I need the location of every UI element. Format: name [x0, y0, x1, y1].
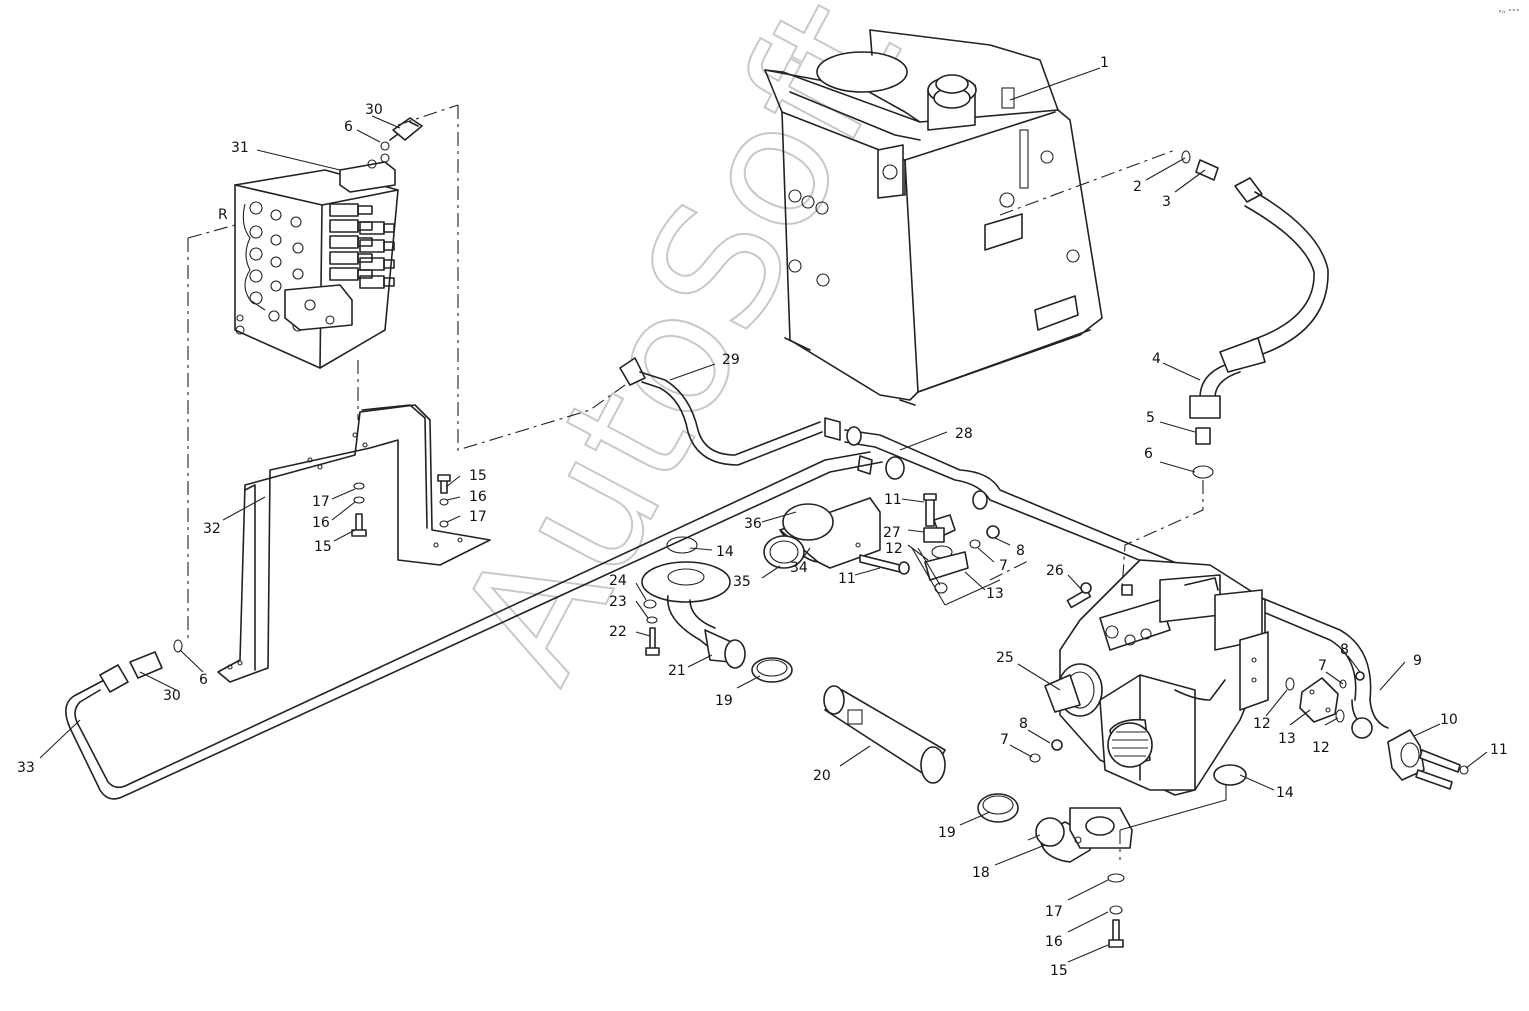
callout-19-lower: 19 — [938, 825, 956, 841]
callout-13-right: 13 — [1278, 731, 1296, 747]
hydraulic-pump — [1044, 559, 1269, 796]
callout-12-mid: 12 — [885, 541, 903, 557]
callout-34: 34 — [790, 560, 808, 576]
callout-6-top: 6 — [344, 119, 353, 135]
callout-11-mid: 11 — [884, 492, 902, 508]
fitting-30-top — [380, 117, 423, 151]
callout-20: 20 — [813, 768, 831, 784]
hydraulic-tank — [764, 29, 1103, 406]
callout-22: 22 — [609, 624, 627, 640]
callout-23: 23 — [609, 594, 627, 610]
valve-port-label: R — [218, 207, 228, 223]
callout-6-left: 6 — [199, 672, 208, 688]
watermark-text: AutoSoft — [421, 0, 939, 709]
callout-5: 5 — [1146, 410, 1155, 426]
callout-15-left: 15 — [314, 539, 332, 555]
callout-36: 36 — [744, 516, 762, 532]
suction-hose — [1181, 150, 1329, 479]
mounting-bracket — [217, 404, 491, 683]
callout-7-lower: 7 — [1000, 732, 1009, 748]
callout-32: 32 — [203, 521, 221, 537]
callout-2: 2 — [1133, 179, 1142, 195]
control-valve-block: R — [218, 153, 399, 369]
callout-30-top: 30 — [365, 102, 383, 118]
callout-9: 9 — [1413, 653, 1422, 669]
callout-14-upper: 14 — [716, 544, 734, 560]
right-flange-parts — [1285, 671, 1469, 790]
callout-4: 4 — [1152, 351, 1161, 367]
suction-assembly — [641, 497, 946, 784]
callout-16-right: 16 — [469, 489, 487, 505]
callout-35: 35 — [733, 574, 751, 590]
callout-18: 18 — [972, 865, 990, 881]
pump-inlet-elbow — [977, 739, 1247, 948]
callout-15-right: 15 — [469, 468, 487, 484]
callout-3: 3 — [1162, 194, 1171, 210]
callout-27: 27 — [883, 525, 901, 541]
assembly-dash-lines — [187, 104, 1204, 860]
callout-30-left: 30 — [163, 688, 181, 704]
callout-28: 28 — [955, 426, 973, 442]
callout-1: 1 — [1100, 55, 1109, 71]
callout-numbers: 1 2 3 4 5 6 30 6 31 29 28 15 16 17 17 16… — [17, 55, 1508, 979]
callout-17-right: 17 — [469, 509, 487, 525]
callout-26: 26 — [1046, 563, 1064, 579]
callout-16-lower: 16 — [1045, 934, 1063, 950]
callout-33: 33 — [17, 760, 35, 776]
watermark: AutoSoft — [420, 0, 940, 710]
callout-12-right-b: 12 — [1312, 740, 1330, 756]
callout-31: 31 — [231, 140, 249, 156]
callout-11-lower: 11 — [838, 571, 856, 587]
middle-fittings — [923, 493, 1092, 609]
callout-10: 10 — [1440, 712, 1458, 728]
callout-17-lower: 17 — [1045, 904, 1063, 920]
callout-19-upper: 19 — [715, 693, 733, 709]
callout-13-mid: 13 — [986, 586, 1004, 602]
corner-mark: °⁰ ˚˚˚ — [1498, 8, 1520, 18]
callout-6: 6 — [1144, 446, 1153, 462]
callout-11-right: 11 — [1490, 742, 1508, 758]
bracket-bolts — [351, 474, 451, 537]
callout-29: 29 — [722, 352, 740, 368]
callout-21: 21 — [668, 663, 686, 679]
callout-25: 25 — [996, 650, 1014, 666]
callout-16-left: 16 — [312, 515, 330, 531]
callout-14-lower: 14 — [1276, 785, 1294, 801]
callout-7-right: 7 — [1318, 658, 1327, 674]
callout-15-lower: 15 — [1050, 963, 1068, 979]
callout-7-mid: 7 — [999, 558, 1008, 574]
callout-8-right: 8 — [1340, 642, 1349, 658]
callout-12-right-a: 12 — [1253, 716, 1271, 732]
callout-8-mid: 8 — [1016, 543, 1025, 559]
callout-17-left: 17 — [312, 494, 330, 510]
callout-24: 24 — [609, 573, 627, 589]
pipes — [65, 357, 1389, 800]
leader-lines — [39, 67, 1488, 963]
callout-8-lower: 8 — [1019, 716, 1028, 732]
